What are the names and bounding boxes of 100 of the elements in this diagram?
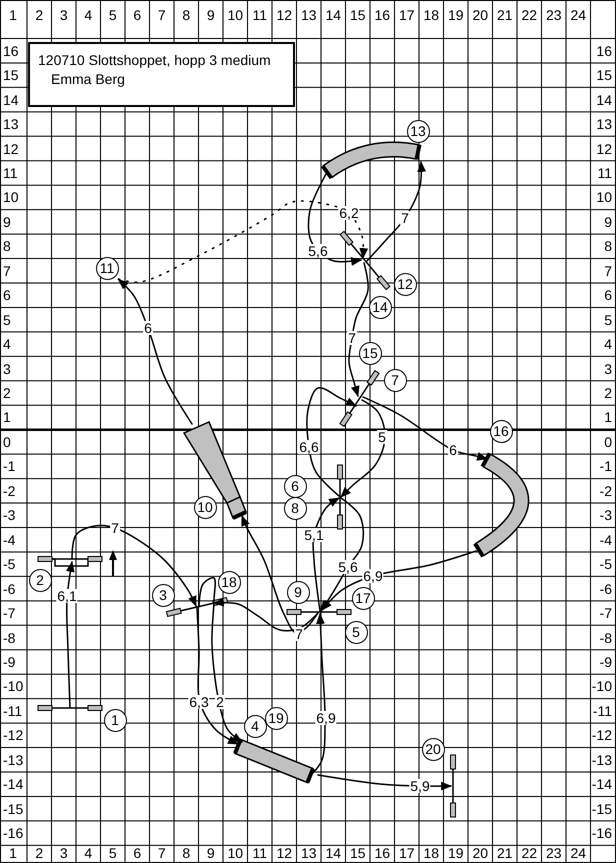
arrow (198, 577, 243, 743)
row-number: 8 (3, 238, 11, 254)
column-number: 22 (521, 845, 538, 861)
edge-label: 5 (377, 430, 387, 444)
title-box (28, 42, 295, 107)
row-number: -11 (3, 702, 22, 719)
column-number: 5 (108, 7, 117, 23)
row-number: -10 (3, 678, 24, 694)
row-number: 11 (597, 164, 612, 181)
column-number: 2 (35, 7, 44, 23)
course-title: 120710 Slottshoppet, hopp 3 medium (38, 52, 271, 68)
jump-hurdle (338, 368, 381, 429)
column-number: 24 (570, 7, 586, 23)
row-number: 2 (604, 385, 612, 402)
column-number: 22 (521, 7, 538, 23)
row-number: 14 (3, 92, 19, 108)
number-circle: 18 (218, 570, 240, 594)
row-number: 1 (604, 409, 612, 426)
number-circle: 7 (384, 368, 406, 392)
edge-label: 6 (448, 443, 458, 457)
column-number: 12 (276, 845, 292, 861)
jump-hurdle (338, 229, 392, 292)
row-number: 14 (596, 92, 612, 108)
row-number: -4 (3, 532, 16, 548)
row-number: -9 (600, 654, 612, 670)
number-circle: 6 (284, 474, 306, 498)
column-number: 18 (423, 845, 440, 861)
row-number: 16 (596, 42, 612, 59)
row-number: -13 (3, 752, 24, 768)
row-number: 9 (3, 214, 11, 230)
row-number: 6 (3, 287, 11, 304)
row-number: -9 (3, 654, 16, 670)
edge-label: 7 (400, 211, 410, 225)
column-number: 20 (472, 845, 488, 861)
column-number: 16 (374, 7, 390, 23)
edge-label: 6,9 (315, 711, 337, 725)
arrow (308, 173, 362, 266)
row-number: -16 (3, 825, 24, 842)
row-number: -5 (600, 556, 612, 572)
edge-label: 5,9 (409, 779, 431, 793)
column-number: 13 (300, 7, 317, 23)
tunnel (473, 450, 531, 560)
row-number: -14 (3, 776, 24, 792)
column-number: 4 (84, 7, 92, 23)
column-number: 12 (276, 7, 292, 23)
row-number: -13 (592, 752, 612, 768)
row-number: -8 (3, 630, 16, 646)
arrow (317, 774, 452, 791)
edge-label: 2 (215, 695, 225, 709)
arrow (118, 278, 193, 425)
column-number: 3 (60, 845, 68, 861)
column-number: 24 (570, 845, 586, 861)
arrow (306, 386, 357, 497)
column-number: 16 (374, 845, 390, 861)
row-number: -1 (3, 458, 16, 474)
number-circle: 4 (244, 714, 266, 738)
edge-label: 7 (294, 627, 304, 641)
arrow (118, 200, 368, 283)
arrow (348, 262, 369, 398)
row-number: 5 (604, 312, 612, 328)
row-number: -11 (592, 702, 612, 719)
row-number: 9 (604, 214, 612, 230)
row-number: -2 (600, 482, 612, 499)
number-circle: 13 (406, 120, 430, 142)
number-circle: 8 (284, 496, 306, 520)
column-number: 6 (133, 845, 142, 861)
row-number: 3 (3, 360, 11, 377)
row-number: -8 (600, 630, 612, 646)
column-number: 4 (84, 845, 92, 861)
row-number: -4 (600, 532, 612, 548)
edge-label: 6,6 (298, 440, 320, 454)
row-number: 8 (604, 238, 612, 254)
number-circle: 9 (286, 580, 310, 604)
row-number: -14 (592, 776, 612, 792)
number-circle: 12 (394, 272, 416, 296)
row-number: 10 (596, 189, 612, 206)
arrow (241, 514, 319, 634)
column-number: 14 (325, 7, 342, 23)
row-number: 2 (3, 385, 11, 402)
row-number: 0 (3, 434, 11, 450)
number-circle: 2 (28, 568, 52, 592)
column-number: 1 (9, 7, 17, 23)
number-circle: 14 (368, 296, 392, 318)
arrow (365, 160, 426, 263)
row-number: -15 (592, 800, 612, 817)
row-number: 11 (3, 164, 18, 181)
column-number: 21 (496, 7, 513, 23)
column-number: 15 (350, 7, 366, 23)
row-number: -2 (3, 482, 16, 499)
row-number: -7 (3, 605, 16, 622)
row-number: 7 (3, 262, 11, 279)
row-number: 13 (3, 116, 19, 132)
number-circle: 19 (264, 706, 288, 730)
number-circle: 11 (96, 256, 118, 280)
row-number: 6 (604, 287, 612, 304)
edge-label: 5,1 (303, 528, 325, 542)
row-number: -1 (600, 458, 612, 474)
column-number: 21 (496, 845, 513, 861)
row-number: -12 (592, 727, 612, 744)
column-number: 8 (182, 7, 190, 23)
